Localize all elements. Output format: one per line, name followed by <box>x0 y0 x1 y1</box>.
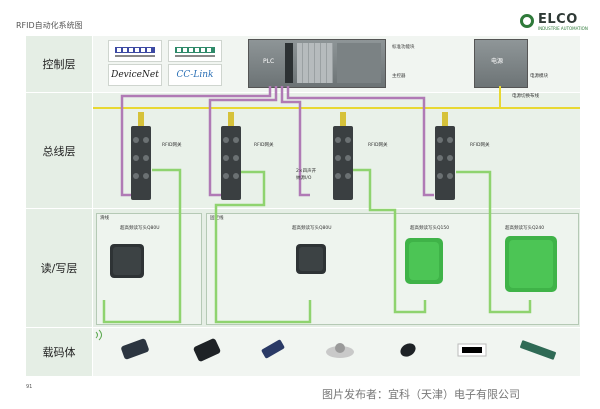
layer-label-rw: 读/写层 <box>26 209 92 327</box>
profinet-logo <box>108 40 162 62</box>
reader-label-3: 超高频读写头Q150 <box>410 226 450 231</box>
cc-link-label: CC-Link <box>176 70 214 80</box>
layer-label-tag: 载码体 <box>26 328 92 376</box>
tag-2 <box>193 338 221 362</box>
reader-cable-4 <box>456 170 532 314</box>
logo-tagline: INDUSTRIE AUTOMATION <box>538 26 588 31</box>
gateway-label-4: RFID网关 <box>470 143 490 148</box>
network-cable-1 <box>120 86 272 197</box>
page-number: 91 <box>26 384 33 390</box>
tag-5 <box>400 343 416 357</box>
tag-7 <box>519 340 557 360</box>
layer-label-control: 控制层 <box>26 36 92 92</box>
plc-cover <box>337 43 381 83</box>
plc-label: PLC <box>263 58 275 65</box>
tag-1 <box>121 338 149 360</box>
network-cable-3 <box>280 86 310 197</box>
cc-link-logo: CC-Link <box>168 64 222 86</box>
gateway-label-2: RFID网关 <box>254 143 274 148</box>
plc-note-function-block: 标准功能块 <box>392 45 415 50</box>
elco-logo: ELCO INDUSTRIE AUTOMATION <box>520 12 590 34</box>
plc-note-controller: 主控器 <box>392 74 406 79</box>
reader-cable-3 <box>352 168 427 314</box>
reader-label-4: 超高频读写头Q240 <box>505 226 545 231</box>
power-line-note: 电源切换布线 <box>512 94 539 99</box>
ethernet-ip-icon <box>175 47 215 57</box>
publisher-caption: 图片发布者：宜科（天津）电子有限公司 <box>322 388 520 401</box>
gateway-label-3: RFID网关 <box>368 143 388 148</box>
plc-unit: PLC <box>248 39 386 88</box>
diagram-title: RFID自动化系统图 <box>16 21 83 30</box>
plc-module <box>285 43 293 83</box>
rfid-gateway-1 <box>131 112 151 200</box>
power-supply-unit: 电源 <box>474 39 528 88</box>
rfid-gateway-4 <box>435 112 455 200</box>
reader-cable-2 <box>214 170 312 324</box>
plc-io-modules <box>297 43 333 83</box>
io-note-line2: 纳源I/O <box>296 176 312 181</box>
rfid-gateway-3 <box>333 112 353 200</box>
io-note-line1: 2×四声开 <box>296 169 317 174</box>
reader-label-2: 超高频读写头Q80U <box>292 226 332 231</box>
power-label: 电源 <box>491 58 504 65</box>
reader-label-1: 超高频读写头Q80U <box>120 226 160 231</box>
devicenet-logo: DeviceNet <box>108 64 162 86</box>
rfid-gateway-2 <box>221 112 241 200</box>
devicenet-label: DeviceNet <box>111 70 159 80</box>
network-cable-4 <box>286 86 434 197</box>
power-note: 电源模块 <box>530 74 548 79</box>
rw-group-1-label: 滑线 <box>100 216 109 221</box>
rfid-waves-icon <box>95 329 102 341</box>
reader-cables <box>102 168 532 324</box>
logo-brand: ELCO <box>538 12 578 27</box>
profinet-icon <box>115 47 155 57</box>
readers <box>110 236 557 292</box>
layer-label-bus: 总线层 <box>26 93 92 208</box>
network-cable-2 <box>208 86 278 197</box>
gateway-label-1: RFID网关 <box>162 143 182 148</box>
network-cables <box>120 86 434 197</box>
logo-mark-icon <box>520 14 534 28</box>
ethernet-ip-logo <box>168 40 222 62</box>
tag-3 <box>261 339 285 359</box>
reader-cable-1 <box>102 168 182 324</box>
tags <box>121 338 557 362</box>
rfid-gateways <box>131 112 455 200</box>
